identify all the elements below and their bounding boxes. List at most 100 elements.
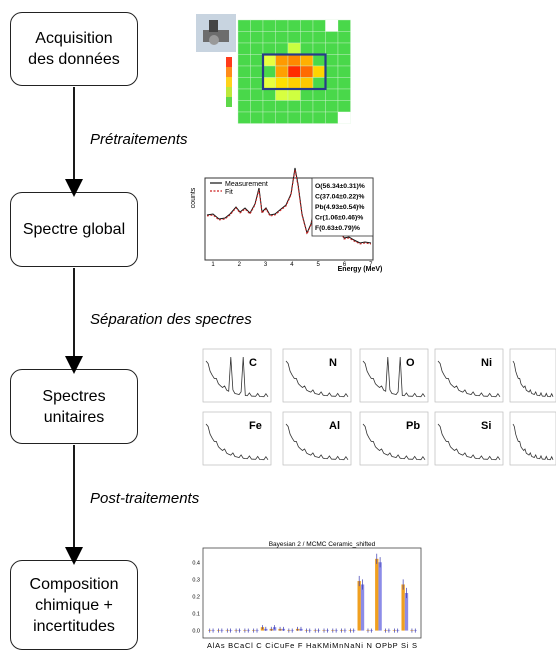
heatmap-cell [300,88,314,101]
heatmap-cell [337,19,351,32]
heatmap-cell [287,100,301,113]
heatmap-cell [262,19,276,32]
heatmap-selection [261,53,327,91]
composition-line: C(37.04±0.22)% [315,194,364,201]
heatmap-cell [237,54,251,67]
heatmap-cell [250,77,264,90]
step-spectra-separation: Séparation des spectres [90,311,252,328]
unit-spectra-panels: CNONiCrFeAlPbSiZn [202,348,556,466]
heatmap-cell [287,88,301,101]
heatmap-cell [325,42,339,55]
chart-ytick-label: 0.1 [192,612,200,618]
chart-bar [401,584,405,631]
heatmap-cell [275,42,289,55]
unit-spectrum-label: O [406,357,415,369]
heatmap-cell [300,19,314,32]
chart-bars [208,553,417,633]
spectrum-xtick-label: 1 [211,262,215,268]
heatmap-cell [312,42,326,55]
unit-spectrum-label: N [329,357,337,369]
heatmap-cell [325,100,339,113]
unit-spectrum-label: C [249,357,257,369]
spectrum-xtick-label: 3 [264,262,268,268]
composition-line: O(56.34±0.31)% [315,183,365,190]
heatmap-cell [262,111,276,124]
heatmap-cell [237,65,251,78]
composition-line: Cr(1.06±0.46)% [315,215,363,222]
unit-spectrum-line [285,360,349,398]
unit-spectrum-panel: Al [282,411,352,466]
unit-spectrum-panel: Pb [359,411,429,466]
chart-bar [375,558,379,631]
unit-spectrum-label: Fe [249,420,262,432]
box-composition: Composition chimique + incertitudes [10,560,138,650]
unit-spectrum-panel: Si [434,411,504,466]
spectrum-xtick-label: 6 [343,262,347,268]
heatmap-cell [287,111,301,124]
heatmap-cell [250,111,264,124]
step-preprocessing: Prétraitements [90,131,188,148]
legend-fit: Fit [225,189,233,196]
heatmap-cell [262,100,276,113]
spectrum-xtick-label: 2 [238,262,242,268]
unit-spectrum-line [437,423,501,461]
composition-list: O(56.34±0.31)% C(37.04±0.22)% Pb(4.93±0.54… [315,183,365,232]
heatmap-cell [262,31,276,44]
heatmap-cell [337,100,351,113]
chart-ytick-label: 0.2 [192,594,200,600]
heatmap-cell [312,77,326,90]
spectrum-xlabel: Energy (MeV) [338,266,383,273]
heatmap-cell [312,19,326,32]
heatmap-cell [237,88,251,101]
heatmap-cell [337,42,351,55]
unit-spectrum-line [205,423,269,461]
chart-bar [357,581,361,631]
unit-spectrum-label: Ni [481,357,492,369]
heatmap-cell [262,77,276,90]
heatmap-cell [325,111,339,124]
heatmap-cell [312,88,326,101]
heatmap-cell [300,54,314,67]
heatmap-cell [300,111,314,124]
device-photo [196,14,236,52]
heatmap-cell [325,88,339,101]
heatmap-colorbar [226,57,232,107]
heatmap-cell [312,111,326,124]
heatmap-cell [287,54,301,67]
heatmap-cell [287,19,301,32]
heatmap-cell [262,88,276,101]
heatmap-cell [237,77,251,90]
heatmap-cell [262,54,276,67]
chart-ytick-label: 0.3 [192,577,200,583]
heatmap-cell [287,65,301,78]
heatmap-cell [300,65,314,78]
composition-line: Pb(4.93±0.54)% [315,204,364,211]
heatmap-cell [312,54,326,67]
spectrum-ylabel: counts [190,187,197,208]
unit-spectrum-label: Pb [406,420,420,432]
unit-spectrum-line [362,423,426,461]
chart-yticks: 0.00.10.20.30.4 [192,560,200,634]
heatmap-cell [250,42,264,55]
heatmap-cell [337,31,351,44]
unit-spectrum-line [362,356,426,398]
heatmap-cell [250,31,264,44]
heatmap-cell [337,88,351,101]
chart-bar [404,593,409,631]
heatmap-cell [312,31,326,44]
chart-bar [378,562,382,631]
heatmap-cell [250,54,264,67]
heatmap-cell [275,19,289,32]
spectrum-xtick-label: 7 [369,262,373,268]
heatmap-cell [275,77,289,90]
composition-chart: Bayesian 2 / MCMC Ceramic_shifted 0.00.1… [192,541,422,650]
heatmap-cell [325,77,339,90]
unit-spectrum-panel: Fe [202,411,272,466]
heatmap-cell [237,42,251,55]
heatmap-cell [325,65,339,78]
heatmap-cell [262,42,276,55]
composition-line: F(0.63±0.79)% [315,225,360,232]
unit-spectrum-label: Si [481,420,491,432]
